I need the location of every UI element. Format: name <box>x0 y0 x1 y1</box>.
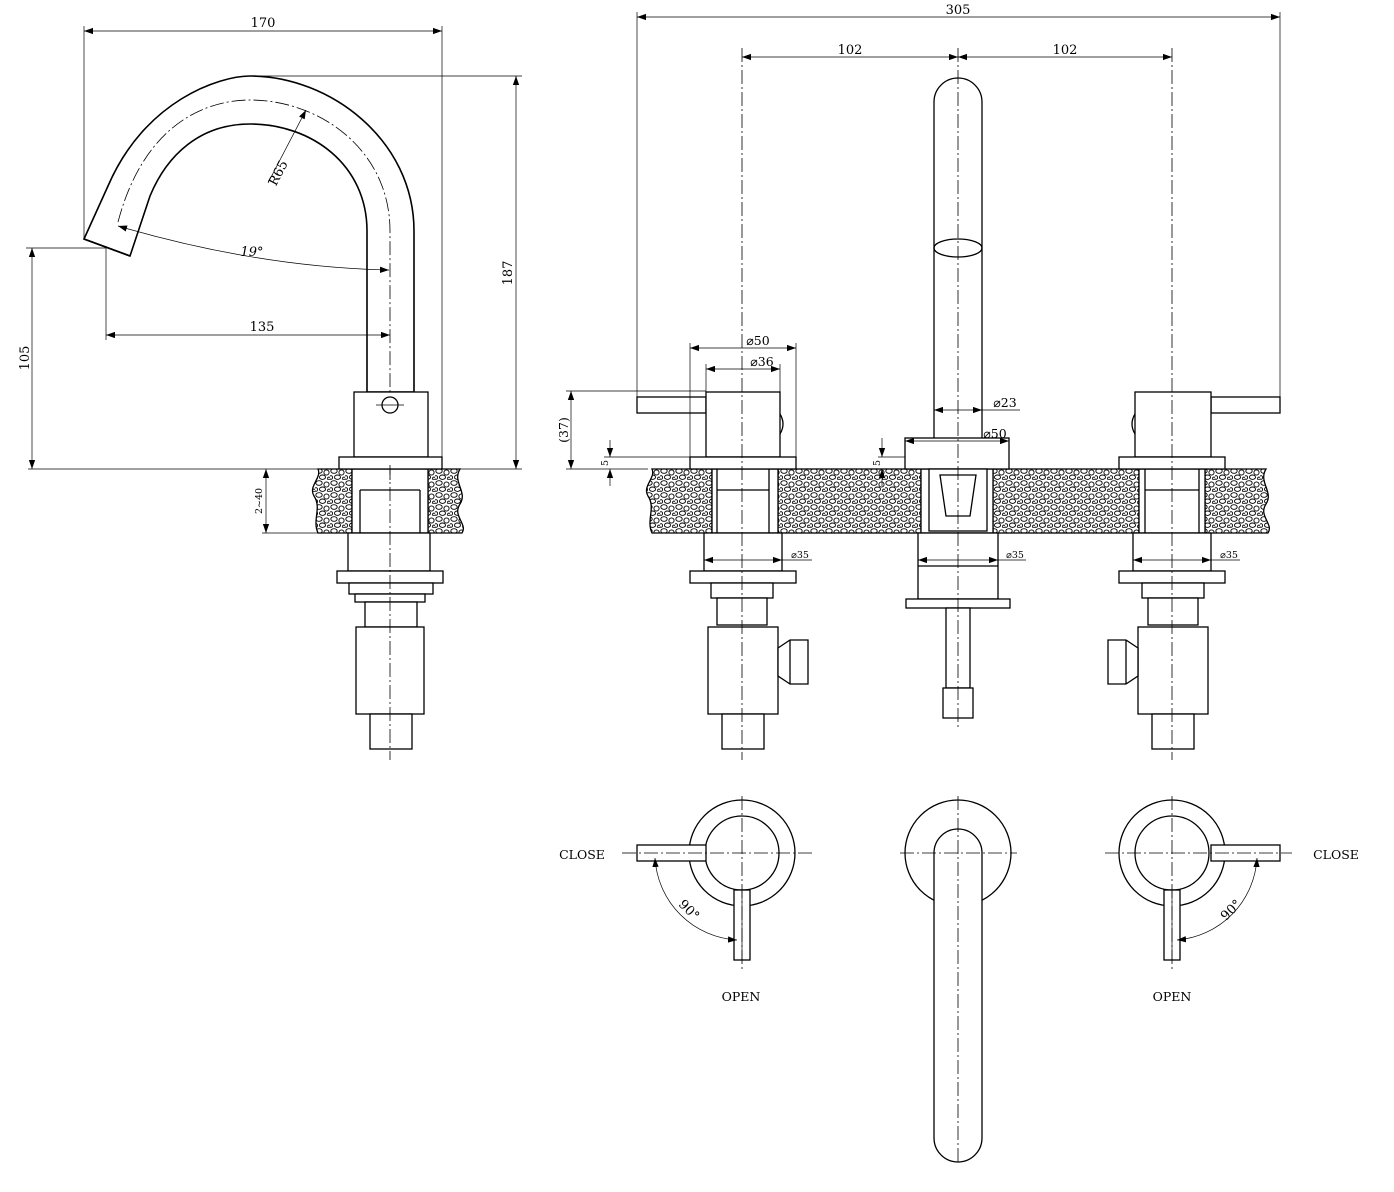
left-open-label: OPEN <box>722 989 761 1004</box>
dim-flange-height-left: 5 <box>600 460 611 466</box>
dim-spout-angle: 19° <box>240 245 263 260</box>
dim-total-width: 305 <box>946 3 971 18</box>
dim-hole-dia-left: ⌀35 <box>791 550 809 561</box>
dim-bend-radius: R65 <box>266 158 292 188</box>
dim-overall-height: 187 <box>501 261 516 286</box>
dim-deck-thickness: 2~40 <box>254 488 265 514</box>
dim-spout-height: 105 <box>18 346 33 371</box>
right-open-label: OPEN <box>1153 989 1192 1004</box>
dim-spout-dia: ⌀23 <box>993 395 1016 410</box>
dim-left-spacing: 102 <box>838 43 863 58</box>
side-dimensions: 170 187 105 135 R65 19° 2~40 <box>18 16 522 534</box>
right-close-label: CLOSE <box>1313 847 1359 862</box>
left-angle-label: 90° <box>675 897 702 924</box>
left-close-label: CLOSE <box>559 847 605 862</box>
right-angle-label: 90° <box>1218 897 1245 924</box>
dim-hole-dia-center: ⌀35 <box>1006 550 1024 561</box>
top-right-handle: CLOSE OPEN 90° <box>1105 796 1359 1004</box>
dim-handle-base-dia: ⌀50 <box>746 333 769 348</box>
top-view: CLOSE OPEN 90° CLOSE OPEN 90° <box>559 796 1359 1165</box>
front-dimensions: 305 102 102 ⌀50 ⌀36 (37) 5 5 <box>556 3 1281 564</box>
side-fixing <box>336 465 444 760</box>
dim-overall-width: 170 <box>251 16 276 31</box>
center-spout <box>904 48 1011 730</box>
left-valve <box>636 48 809 760</box>
side-spout <box>82 75 443 480</box>
dim-hole-dia-right: ⌀35 <box>1220 550 1238 561</box>
side-view: 170 187 105 135 R65 19° 2~40 <box>18 16 522 760</box>
dim-right-spacing: 102 <box>1053 43 1078 58</box>
dim-flange-height-center: 5 <box>872 460 883 466</box>
dim-handle-height: (37) <box>556 417 571 443</box>
dim-handle-body-dia: ⌀36 <box>750 354 773 369</box>
top-spout <box>900 796 1017 1165</box>
front-view: 305 102 102 ⌀50 ⌀36 (37) 5 5 <box>556 3 1281 760</box>
front-countertop <box>645 468 1270 534</box>
top-left-handle: CLOSE OPEN 90° <box>559 796 815 1004</box>
side-countertop <box>311 468 464 534</box>
dim-spout-reach: 135 <box>250 320 275 335</box>
dim-spout-base-dia: ⌀50 <box>983 426 1006 441</box>
right-valve <box>1107 48 1281 760</box>
